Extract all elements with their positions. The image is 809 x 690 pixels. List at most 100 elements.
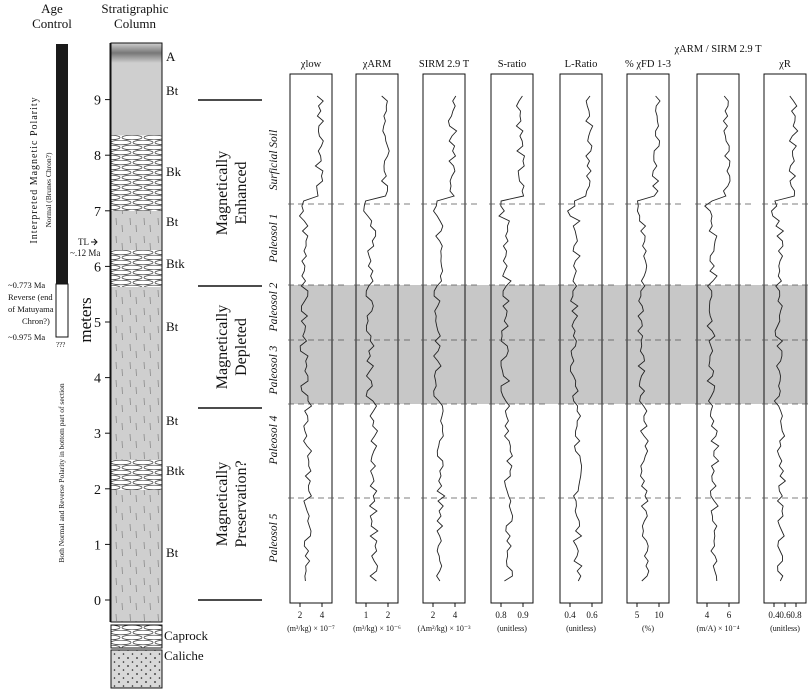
- strat-title-line2: Column: [114, 16, 156, 31]
- question-marks: ???: [56, 341, 65, 349]
- reverse-line1: Reverse (end: [8, 292, 53, 302]
- horizon-caliche: Caliche: [164, 648, 204, 663]
- depleted-zone-shading: [290, 285, 808, 404]
- zones: Magnetically Enhanced Magnetically Deple…: [198, 99, 280, 601]
- horizon-btk-upper: Btk: [166, 256, 185, 271]
- panel-units: (m³/kg) × 10⁻⁷: [287, 624, 335, 633]
- panel-frame: [626, 73, 670, 604]
- panel-units: (Am²/kg) × 10⁻³: [417, 624, 471, 633]
- panel-title: L-Ratio: [565, 59, 598, 70]
- both-polarity-label: Both Normal and Reverse Polarity in bott…: [57, 383, 66, 563]
- horizon-bk: Bk: [166, 164, 182, 179]
- layer-btk-lower: [111, 460, 162, 490]
- panel-tick-label: 5: [635, 610, 640, 620]
- depth-tick-label: 5: [94, 316, 101, 331]
- depth-tick-label: 1: [94, 538, 101, 553]
- panel-units: (m/A) × 10⁻⁴: [696, 624, 739, 633]
- horizon-bt-bottom: Bt: [166, 545, 179, 560]
- layer-bt-top: [111, 63, 162, 135]
- depth-tick-label: 7: [94, 205, 101, 220]
- normal-polarity-bar: [56, 44, 68, 284]
- reverse-polarity-bar: [55, 283, 69, 338]
- horizon-bt-upper: Bt: [166, 214, 179, 229]
- horizon-a: A: [166, 49, 176, 64]
- soil-paleosol-1: Paleosol 1: [268, 214, 280, 264]
- panel-units: (unitless): [770, 624, 800, 633]
- panel-title: SIRM 2.9 T: [419, 59, 470, 70]
- polarity-label: Interpreted Magnetic Polarity: [29, 96, 40, 243]
- strat-title-line1: Stratigraphic: [101, 1, 168, 16]
- panel-trace: [704, 95, 731, 582]
- panel-units: (unitless): [566, 624, 596, 633]
- layer-btk-upper: [111, 250, 162, 287]
- panel-tick-label: 0.8: [790, 610, 802, 620]
- horizon-caprock: Caprock: [164, 628, 209, 643]
- panel-tick-label: 0.8: [495, 610, 507, 620]
- panel-title: % χFD 1-3: [625, 59, 671, 70]
- panel-tick-label: 0.9: [517, 610, 529, 620]
- layer-bt-middle: [111, 287, 162, 460]
- reverse-line2: of Matuyama: [8, 304, 54, 314]
- zone-depleted-line2: Depleted: [233, 318, 250, 376]
- panel-trace: [298, 95, 325, 582]
- panel-tick-label: 0.4: [564, 610, 576, 620]
- normal-label: Normal (Brunes Chron?): [44, 152, 53, 227]
- soil-paleosol-4: Paleosol 4: [268, 415, 280, 465]
- panel-tick-label: 10: [655, 610, 665, 620]
- zone-depleted-line1: Magnetically: [214, 305, 231, 389]
- age-title-line1: Age: [41, 1, 63, 16]
- column-outline: [110, 42, 163, 623]
- depth-tick-label: 2: [94, 483, 101, 498]
- panel-frame: [696, 73, 740, 604]
- reverse-line3: Chron?): [22, 316, 50, 326]
- depth-tick-label: 0: [94, 594, 101, 609]
- panel-tick-label: 2: [386, 610, 391, 620]
- layer-bk: [111, 135, 162, 211]
- layer-bt-upper: [111, 211, 162, 250]
- panel-tick-label: 6: [727, 610, 732, 620]
- age-top: ~0.773 Ma: [8, 280, 45, 290]
- layer-bt-lower: [111, 490, 162, 622]
- panel-title: χlow: [300, 59, 322, 70]
- layer-a-horizon: [111, 43, 162, 63]
- panel-frame: [490, 73, 534, 604]
- panel-trace: [432, 95, 458, 582]
- panel-tick-label: 0.4: [768, 610, 780, 620]
- tl-age: ~.12 Ma: [70, 248, 100, 258]
- soil-paleosol-2: Paleosol 2: [268, 282, 280, 332]
- age-bottom: ~0.975 Ma: [8, 332, 45, 342]
- panel-title: χARM / SIRM 2.9 T: [673, 44, 762, 55]
- layer-caliche: [110, 649, 163, 689]
- panel-tick-label: 4: [320, 610, 325, 620]
- panel-trace: [636, 95, 661, 582]
- horizon-bt-middle: Bt: [166, 319, 179, 334]
- panel-units: (%): [642, 624, 654, 633]
- panel-units: (unitless): [497, 624, 527, 633]
- panel-trace: [363, 95, 390, 582]
- panel-frame: [559, 73, 603, 604]
- panel-trace: [770, 95, 799, 582]
- zone-preservation-line1: Magnetically: [214, 462, 231, 546]
- panel-title: S-ratio: [498, 59, 527, 70]
- age-control: Age Control Interpreted Magnetic Polarit…: [8, 1, 72, 563]
- panel-frame: [355, 73, 399, 604]
- horizon-bt-lower: Bt: [166, 413, 179, 428]
- panel-title: χARM: [362, 59, 392, 70]
- depth-tick-label: 8: [94, 149, 101, 164]
- panel-tick-label: 0.6: [779, 610, 791, 620]
- depth-tick-label: 3: [94, 427, 101, 442]
- horizon-btk-lower: Btk: [166, 463, 185, 478]
- panel-tick-label: 1: [364, 610, 369, 620]
- tl-marker: TL: [78, 237, 89, 247]
- panel-frame: [289, 73, 333, 604]
- panel-trace: [498, 95, 526, 582]
- panel-tick-label: 2: [298, 610, 303, 620]
- soil-paleosol-3: Paleosol 3: [268, 345, 280, 395]
- layer-caprock: [110, 624, 163, 649]
- zone-enhanced-line2: Enhanced: [233, 161, 250, 224]
- zone-preservation-line2: Preservation?: [233, 460, 250, 547]
- soil-surficial: Surficial Soil: [268, 130, 280, 190]
